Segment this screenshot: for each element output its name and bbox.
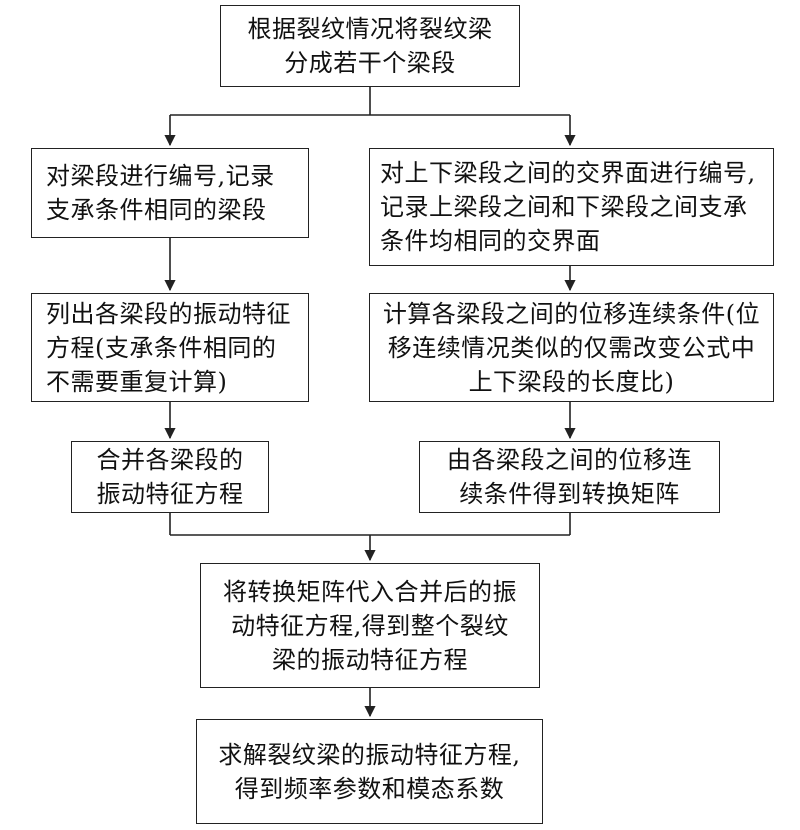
step5-text: 将转换矩阵代入合并后的振动特征方程,得到整个裂纹梁的振动特征方程: [223, 577, 517, 674]
right-step2-box: 对上下梁段之间的交界面进行编号,记录上梁段之间和下梁段之间支承条件均相同的交界面: [369, 148, 774, 266]
left-step3-text: 列出各梁段的振动特征方程(支承条件相同的不需要重复计算): [46, 299, 291, 396]
left-step2-text: 对梁段进行编号,记录支承条件相同的梁段: [46, 162, 275, 224]
left-step4-box: 合并各梁段的振动特征方程: [71, 441, 269, 513]
right-step4-text: 由各梁段之间的位移连续条件得到转换矩阵: [447, 446, 692, 508]
right-step2-text: 对上下梁段之间的交界面进行编号,记录上梁段之间和下梁段之间支承条件均相同的交界面: [380, 159, 756, 255]
left-step2-box: 对梁段进行编号,记录支承条件相同的梁段: [31, 148, 309, 238]
left-step4-text: 合并各梁段的振动特征方程: [96, 446, 244, 508]
step1-text: 根据裂纹情况将裂纹梁分成若干个梁段: [247, 15, 493, 77]
step5-box: 将转换矩阵代入合并后的振动特征方程,得到整个裂纹梁的振动特征方程: [200, 563, 540, 688]
left-step3-box: 列出各梁段的振动特征方程(支承条件相同的不需要重复计算): [31, 293, 309, 402]
step6-text: 求解裂纹梁的振动特征方程,得到频率参数和模态系数: [218, 740, 521, 803]
right-step4-box: 由各梁段之间的位移连续条件得到转换矩阵: [419, 441, 720, 513]
step6-box: 求解裂纹梁的振动特征方程,得到频率参数和模态系数: [196, 719, 543, 824]
step1-box: 根据裂纹情况将裂纹梁分成若干个梁段: [220, 5, 520, 87]
right-step3-text: 计算各梁段之间的位移连续条件(位移连续情况类似的仅需改变公式中上下梁段的长度比): [382, 299, 761, 396]
right-step3-box: 计算各梁段之间的位移连续条件(位移连续情况类似的仅需改变公式中上下梁段的长度比): [369, 293, 774, 402]
